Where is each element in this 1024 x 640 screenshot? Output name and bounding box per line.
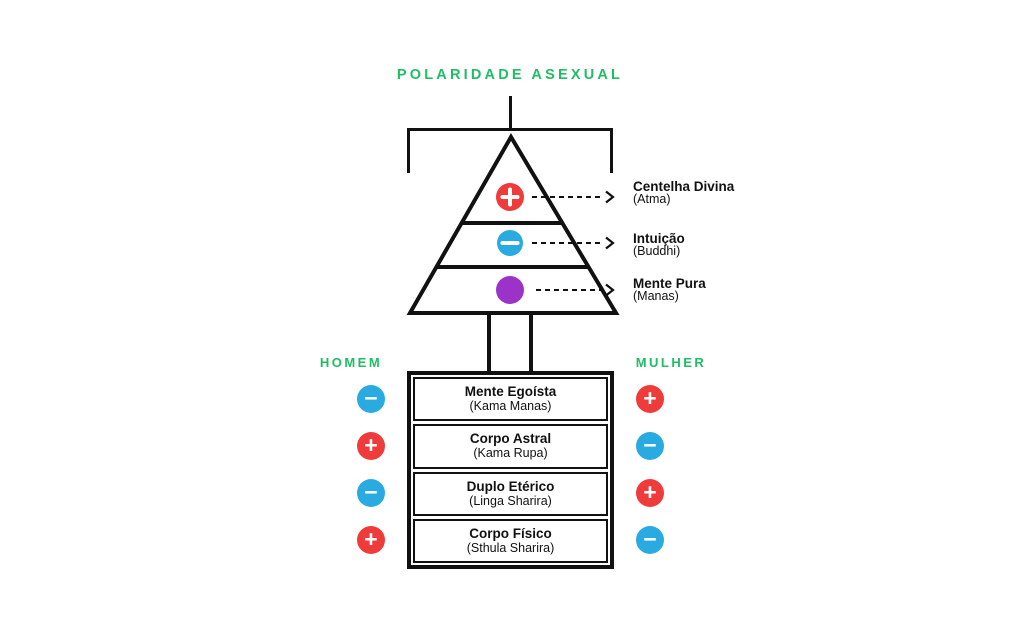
level-name: Centelha Divina: [633, 179, 735, 194]
diagram-title: POLARIDADE ASEXUAL: [396, 67, 624, 83]
row-sub: (Linga Sharira): [469, 493, 552, 508]
neck-left-line: [487, 312, 491, 372]
label-centelha-divina: Centelha Divina (Atma): [633, 180, 734, 206]
arrow-head-icon: [605, 236, 615, 250]
mulher-polarity-mente-egoista: +: [636, 385, 664, 413]
row-sub: (Kama Manas): [469, 399, 552, 414]
body-row-duplo-eterico: Duplo Etérico (Linga Sharira): [413, 471, 608, 516]
homem-polarity-corpo-fisico: +: [357, 526, 385, 554]
level-sub: (Buddhi): [633, 244, 681, 258]
level-sub: (Manas): [633, 289, 679, 303]
mulher-polarity-duplo-eterico: +: [636, 479, 664, 507]
label-intuicao: Intuição (Buddhi): [633, 232, 685, 258]
column-header-homem: HOMEM: [319, 355, 383, 370]
triangle-diagram: [406, 133, 620, 315]
homem-polarity-mente-egoista: −: [357, 385, 385, 413]
level-name: Mente Pura: [633, 276, 706, 291]
manas-purple-dot: [496, 276, 524, 304]
body-row-corpo-astral: Corpo Astral (Kama Rupa): [413, 424, 608, 469]
body-row-corpo-fisico: Corpo Físico (Sthula Sharira): [413, 518, 608, 563]
row-sub: (Sthula Sharira): [466, 540, 555, 555]
row-name: Mente Egoísta: [464, 384, 557, 400]
bracket-right-tick: [610, 128, 613, 173]
row-sub: (Kama Rupa): [473, 446, 548, 461]
arrow-head-icon: [605, 190, 615, 204]
row-name: Corpo Físico: [469, 525, 552, 541]
body-row-mente-egoista: Mente Egoísta (Kama Manas): [413, 377, 608, 422]
level-name: Intuição: [633, 231, 685, 246]
bracket-left-tick: [407, 128, 410, 173]
level-sub: (Atma): [633, 192, 671, 206]
label-mente-pura: Mente Pura (Manas): [633, 277, 706, 303]
mulher-polarity-corpo-astral: −: [636, 432, 664, 460]
bracket-top-line: [407, 128, 613, 131]
homem-polarity-corpo-astral: +: [357, 432, 385, 460]
title-stem-line: [509, 96, 512, 130]
neck-right-line: [529, 312, 533, 372]
column-header-mulher: MULHER: [635, 355, 707, 370]
homem-polarity-duplo-eterico: −: [357, 479, 385, 507]
row-name: Corpo Astral: [469, 431, 552, 447]
bodies-stack: Mente Egoísta (Kama Manas) Corpo Astral …: [407, 371, 614, 569]
mulher-polarity-corpo-fisico: −: [636, 526, 664, 554]
arrow-head-icon: [605, 283, 615, 297]
row-name: Duplo Etérico: [466, 478, 555, 494]
